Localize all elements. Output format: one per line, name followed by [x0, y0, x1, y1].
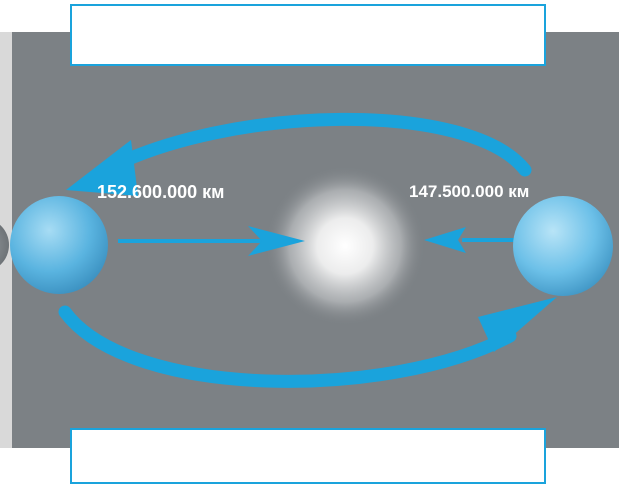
- aphelion-distance-label: 152.600.000 км: [97, 182, 225, 202]
- orbit-arrow-top: [98, 112, 532, 177]
- planet-perihelion: [513, 196, 613, 296]
- perihelion-distance-label: 147.500.000 км: [409, 182, 530, 201]
- orbit-arrow-bottom: [58, 305, 517, 388]
- sun: [265, 166, 425, 326]
- orbit-arrowhead-top: [66, 140, 138, 196]
- orbit-arrowhead-bottom: [478, 297, 557, 352]
- distance-arrowhead-left: [248, 226, 305, 256]
- top-text-box: [70, 4, 546, 66]
- distance-arrowhead-right: [424, 227, 466, 253]
- planet-aphelion: [10, 196, 108, 294]
- partial-planet-edge: [0, 224, 9, 266]
- bottom-text-box: [70, 428, 546, 484]
